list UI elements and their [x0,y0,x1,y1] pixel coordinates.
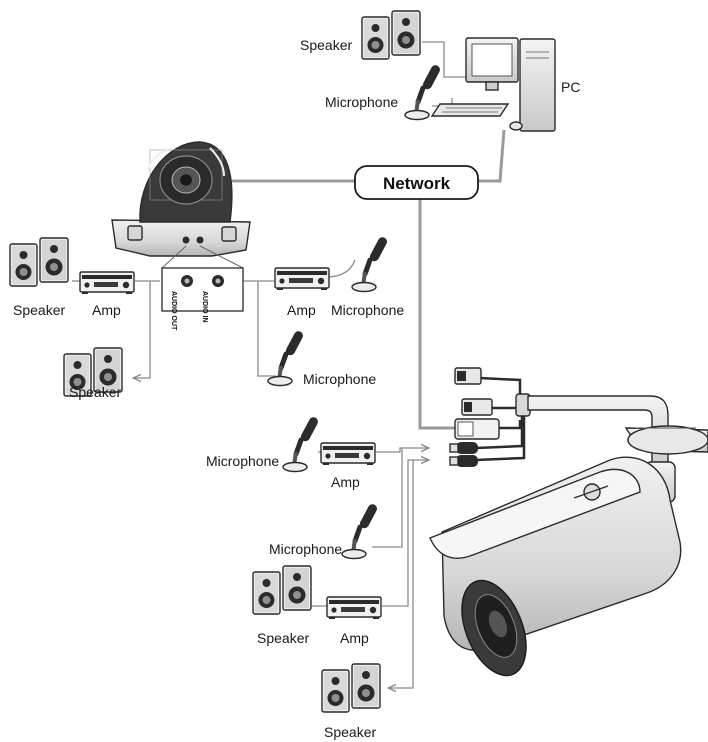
bullet-microphone-middle [342,503,379,559]
dome-amp-right [275,268,329,290]
bullet-microphone-middle-label: Microphone [269,541,342,557]
bullet-microphone-top [283,416,320,472]
pc-label: PC [561,79,580,95]
audio-out-jack-label: AUDIO OUT [170,291,177,331]
bullet-amp-top [321,443,375,465]
pc-speaker-label: Speaker [300,37,352,53]
dome-speaker-left [10,238,68,286]
bullet-amp-bottom [327,597,381,619]
dome-microphone-right-label: Microphone [331,302,404,318]
dome-speaker-bottom-label: Speaker [69,384,121,400]
bullet-speaker-bottom [322,664,380,712]
audio-in-jack-label: AUDIO IN [201,291,208,323]
bullet-amp-top-label: Amp [331,474,360,490]
pc-computer [432,38,555,131]
pc-microphone-label: Microphone [325,94,398,110]
dome-audio-jacks: AUDIO OUT AUDIO IN [162,246,243,331]
dome-microphone-bottom [268,330,305,386]
pc-speaker [362,11,420,59]
network-label: Network [383,174,451,193]
dome-amp-left-label: Amp [92,302,121,318]
dome-microphone-bottom-label: Microphone [303,371,376,387]
dome-amp-left [80,272,134,294]
bullet-speaker-bottom-label: Speaker [324,724,376,740]
dome-microphone-right [352,236,389,292]
bullet-speaker-middle [253,566,311,614]
network-node: Network [355,166,478,199]
bullet-camera-cables [450,368,530,467]
dome-speaker-left-label: Speaker [13,302,65,318]
bullet-microphone-top-label: Microphone [206,453,279,469]
dome-camera [112,142,250,256]
dome-amp-right-label: Amp [287,302,316,318]
bullet-amp-bottom-label: Amp [340,630,369,646]
bullet-speaker-middle-label: Speaker [257,630,309,646]
